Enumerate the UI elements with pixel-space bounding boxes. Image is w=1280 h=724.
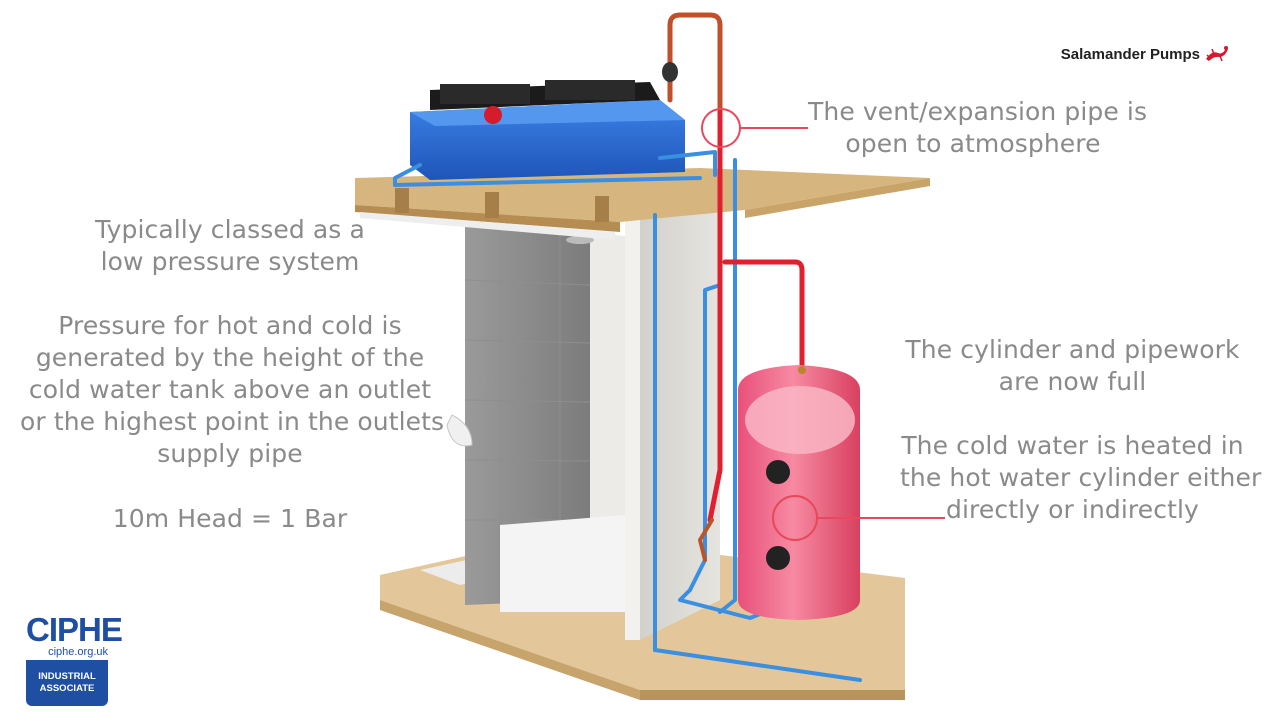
caption-system-line-1: Typically classed as a [95,215,365,244]
ciphe-url: ciphe.org.uk [48,646,108,658]
coil-port-upper [766,460,790,484]
caption-heated-line-1: The cold water is heated in [901,431,1244,460]
caption-heated-line-2: the hot water cylinder either [900,463,1262,492]
caption-system: Typically classed as a low pressure syst… [60,214,400,278]
caption-full-line-1: The cylinder and pipework [905,335,1240,364]
brand-logo: Salamander Pumps [1061,44,1230,64]
caption-vent-line-1: The vent/expansion pipe is [808,97,1148,126]
caption-full-line-2: are now full [998,367,1147,396]
brand-name: Salamander Pumps [1060,45,1200,63]
cold-water-tank [410,80,685,180]
partition-wall [625,198,720,640]
ciphe-badge-line-1: INDUSTRIAL [38,671,96,682]
ciphe-badge: INDUSTRIAL ASSOCIATE [26,660,108,706]
caption-vent-line-2: open to atmosphere [845,129,1101,158]
tiled-wall [446,220,625,612]
caption-pressure-line-2: generated by the height of the [35,343,425,372]
caption-heated-line-3: directly or indirectly [946,495,1199,524]
caption-vent: The vent/expansion pipe is open to atmos… [808,96,1148,160]
cold-pipework [393,150,862,682]
caption-pressure-line-5: supply pipe [157,439,303,468]
ciphe-badge-line-2: ASSOCIATE [39,683,95,694]
coil-port-lower [766,546,790,570]
caption-pressure-line-1: Pressure for hot and cold is [58,311,402,340]
float-valve-ball [484,106,502,124]
caption-full: The cylinder and pipework are now full [900,334,1245,398]
salamander-icon [1206,46,1228,62]
caption-pressure-line-4: or the highest point in the outlets [20,407,445,436]
caption-head: 10m Head = 1 Bar [90,503,370,535]
hot-water-cylinder [738,365,860,620]
ciphe-logo: CIPHE ciphe.org.uk INDUSTRIAL ASSOCIATE [26,611,123,706]
callouts [701,108,945,541]
basin [446,414,473,447]
caption-pressure: Pressure for hot and cold is generated b… [20,310,445,470]
caption-heated: The cold water is heated in the hot wate… [900,430,1262,526]
caption-head-line-1: 10m Head = 1 Bar [112,504,348,533]
ciphe-title: CIPHE [26,611,123,648]
hot-pipework [662,12,805,562]
caption-system-line-2: low pressure system [100,247,360,276]
caption-pressure-line-3: cold water tank above an outlet [28,375,432,404]
shower-head [566,236,594,244]
